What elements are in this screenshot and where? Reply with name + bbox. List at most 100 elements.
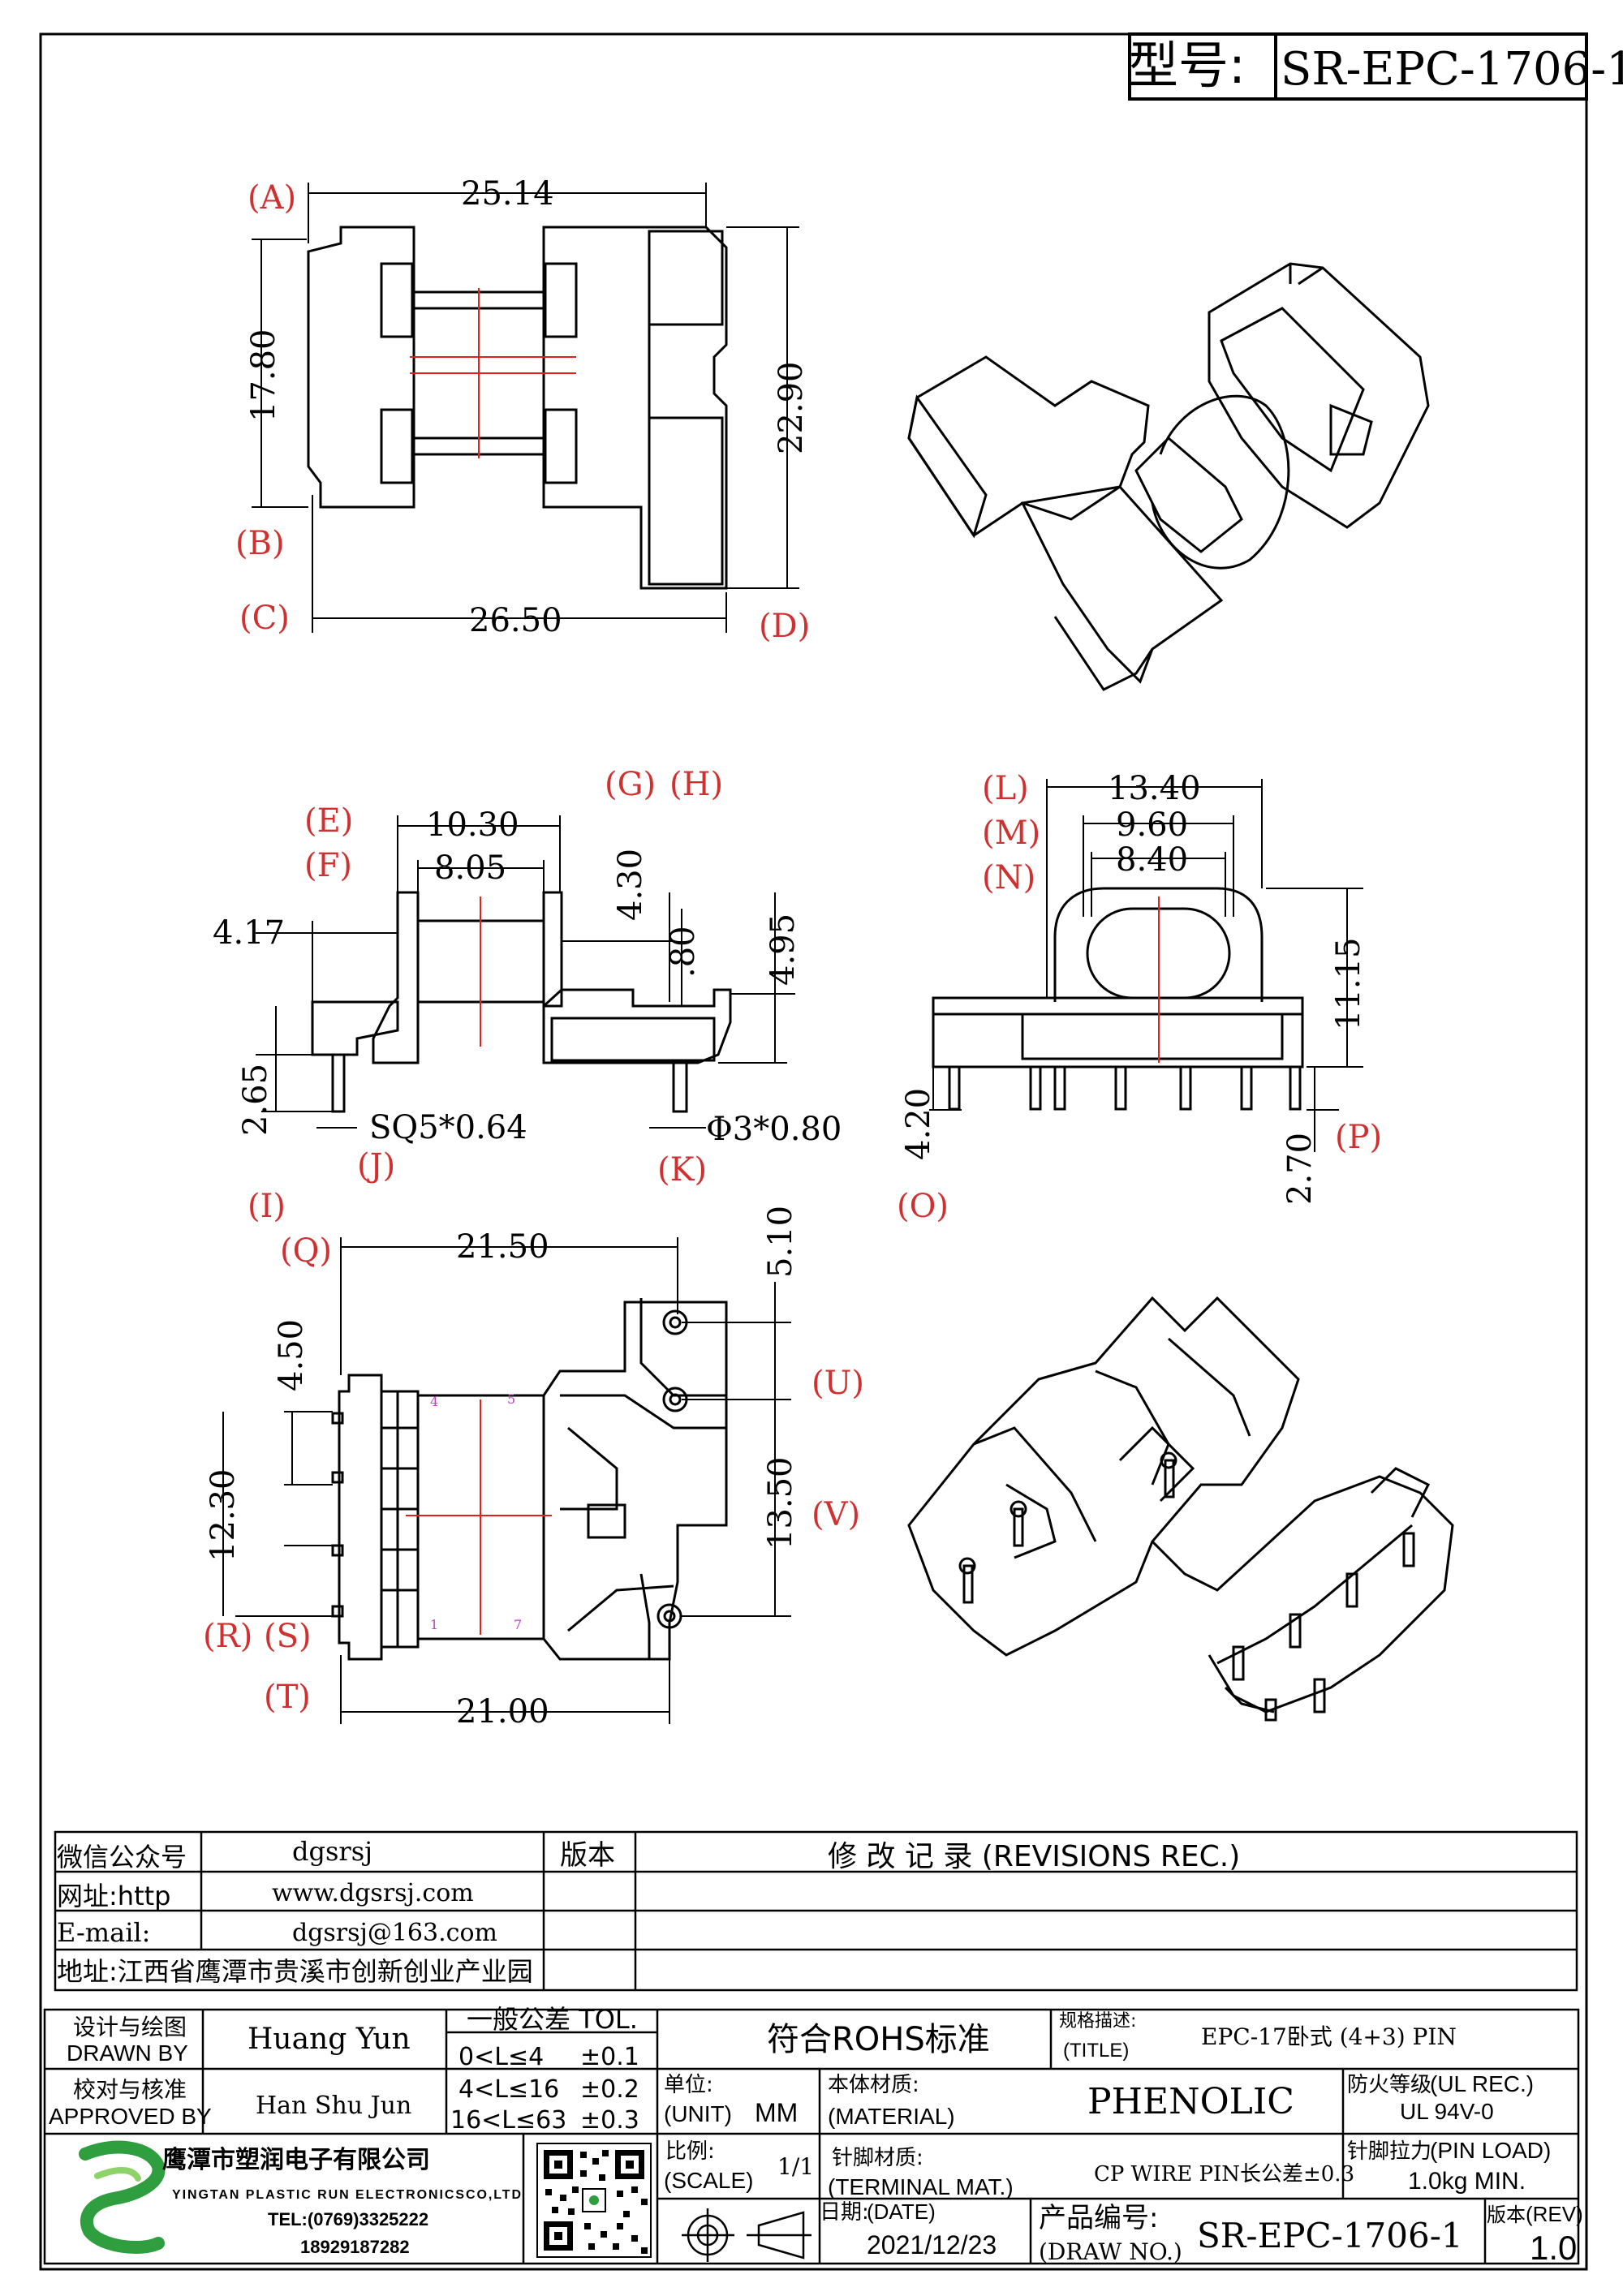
company-name-en: YINGTAN PLASTIC RUN ELECTRONICSCO,LTD [172, 2188, 521, 2202]
letter-o: (O) [897, 1188, 949, 1225]
drawno-value: SR-EPC-1706-1 [1197, 2216, 1463, 2255]
dim-2-65: 2.65 [237, 1064, 274, 1136]
side-view-dim-lines [256, 815, 795, 1129]
approver-name: Han Shu Jun [256, 2092, 411, 2120]
letter-r: (R) [203, 1618, 252, 1655]
letter-q: (Q) [280, 1232, 332, 1270]
info-block-text: 微信公众号 dgsrsj 网址:http www.dgsrsj.com E-ma… [57, 1836, 1240, 1987]
letter-t: (T) [264, 1679, 311, 1716]
material-label-en: (MATERIAL) [828, 2104, 955, 2129]
title-block-text: 设计与绘图 DRAWN BY Huang Yun 校对与核准 APPROVED … [49, 2004, 1583, 2267]
front-view [929, 779, 1363, 1152]
title-label-cn: 规格描述: [1059, 2011, 1136, 2032]
approver-label-cn: 校对与核准 [73, 2076, 187, 2103]
pin-square-size: SQ5*0.64 [369, 1109, 527, 1146]
pin-number-5: 5 [507, 1391, 515, 1407]
terminal-value: CP WIRE PIN长公差±0.3 [1094, 2162, 1354, 2186]
front-view-labels: 13.40 9.60 8.40 11.15 4.20 2.70 (L) (M) … [897, 770, 1382, 1225]
designer-name: Huang Yun [248, 2023, 411, 2056]
scale-value: 1/1 [777, 2153, 814, 2180]
title-block-grid [43, 2008, 1580, 2265]
dim-25-14: 25.14 [461, 175, 554, 213]
dim-26-50: 26.50 [469, 602, 562, 639]
company-logo-icon [79, 2140, 166, 2254]
rohs-statement: 符合ROHS标准 [767, 2021, 990, 2058]
qr-code [536, 2143, 652, 2258]
letter-k: (K) [657, 1151, 707, 1189]
date-value: 2021/12/23 [867, 2230, 997, 2259]
title-label-en: (TITLE) [1063, 2040, 1129, 2062]
address: 地址:江西省鹰潭市贵溪市创新创业产业园 [57, 1956, 533, 1987]
flame-label-cn: 防火等级 [1347, 2073, 1431, 2097]
model-value: SR-EPC-1706-1 [1281, 43, 1623, 96]
dim-10-30: 10.30 [426, 806, 519, 844]
dim-22-90: 22.90 [773, 361, 810, 454]
company-mobile: 18929187282 [300, 2237, 410, 2257]
letter-s: (S) [264, 1618, 312, 1655]
wechat-value: dgsrsj [292, 1836, 372, 1867]
company-name-cn: 鹰潭市塑润电子有限公司 [162, 2146, 430, 2174]
top-view-dim-lines [252, 183, 799, 633]
projection-symbol-icon [682, 2208, 812, 2262]
dim-4-17: 4.17 [213, 914, 285, 952]
unit-label-cn: 单位: [664, 2073, 713, 2097]
tolerance-value-3: ±0.3 [580, 2106, 639, 2135]
tolerance-range-1: 0<L≤4 [458, 2043, 544, 2071]
tolerance-value-2: ±0.2 [580, 2075, 639, 2104]
pin-number-1: 1 [430, 1617, 438, 1632]
model-label: 型号: [1128, 36, 1246, 95]
dim-21-50: 21.50 [456, 1228, 549, 1266]
terminal-label-en: (TERMINAL MAT.) [828, 2174, 1014, 2199]
tolerance-value-1: ±0.1 [580, 2043, 639, 2071]
letter-p: (P) [1335, 1119, 1382, 1156]
info-block [54, 1830, 1578, 1992]
dim-4-20: 4.20 [900, 1088, 937, 1160]
outer-frame [39, 32, 1588, 2271]
company-tel: TEL:(0769)3325222 [268, 2209, 428, 2229]
letter-l: (L) [982, 770, 1029, 807]
pull-label-en: (PIN LOAD) [1430, 2138, 1551, 2163]
terminal-label-cn: 针脚材质: [832, 2146, 923, 2170]
flame-label-en: (UL REC.) [1430, 2071, 1534, 2096]
letter-f: (F) [304, 847, 352, 884]
dim-12-30: 12.30 [204, 1468, 242, 1562]
dim-8-05: 8.05 [434, 849, 506, 887]
material-value: PHENOLIC [1087, 2081, 1294, 2122]
unit-label-en: (UNIT) [664, 2101, 732, 2126]
unit-value: MM [755, 2098, 798, 2127]
company-block: 鹰潭市塑润电子有限公司 YINGTAN PLASTIC RUN ELECTRON… [79, 2140, 652, 2258]
flame-value: UL 94V-0 [1400, 2099, 1494, 2124]
bottom-view-center-lines [406, 1400, 552, 1635]
rev-value: 1.0 [1530, 2229, 1577, 2267]
designer-label-en: DRAWN BY [67, 2040, 188, 2066]
letter-v: (V) [812, 1496, 860, 1533]
email-value: dgsrsj@163.com [292, 1919, 497, 1947]
dim-21-00: 21.00 [456, 1693, 549, 1731]
letter-n: (N) [982, 859, 1035, 896]
scale-label-en: (SCALE) [664, 2168, 753, 2193]
tolerance-range-2: 4<L≤16 [458, 2075, 559, 2104]
side-view [256, 815, 795, 1129]
bottom-view-labels: 21.50 21.00 4.50 12.30 5.10 13.50 4 5 1 … [203, 1206, 864, 1731]
dim-11-15: 11.15 [1330, 937, 1367, 1030]
web-value: www.dgsrsj.com [272, 1879, 474, 1907]
model-number-box: 型号: SR-EPC-1706-1 [1128, 32, 1623, 101]
side-view-labels: 10.30 8.05 4.30 .80 4.95 4.17 2.65 SQ5*0… [213, 766, 842, 1225]
dim-0-80: .80 [665, 926, 702, 978]
dim-8-40: 8.40 [1116, 841, 1188, 879]
dim-5-10: 5.10 [762, 1206, 799, 1278]
rev-label-cn: 版本 [1487, 2204, 1526, 2226]
email-label: E-mail: [57, 1917, 150, 1948]
wechat-label: 微信公众号 [57, 1842, 187, 1872]
dim-4-50: 4.50 [273, 1319, 310, 1391]
web-label: 网址:http [57, 1881, 170, 1911]
top-view [252, 183, 799, 633]
material-label-cn: 本体材质: [828, 2073, 919, 2097]
letter-h: (H) [669, 766, 723, 803]
pull-label-cn: 针脚拉力 [1347, 2139, 1431, 2164]
isometric-view-bottom [907, 1296, 1454, 1722]
drawno-label-en: (DRAW NO.) [1039, 2238, 1182, 2265]
revisions-label: 修 改 记 录 (REVISIONS REC.) [828, 1840, 1240, 1873]
dim-17-80: 17.80 [245, 329, 282, 422]
